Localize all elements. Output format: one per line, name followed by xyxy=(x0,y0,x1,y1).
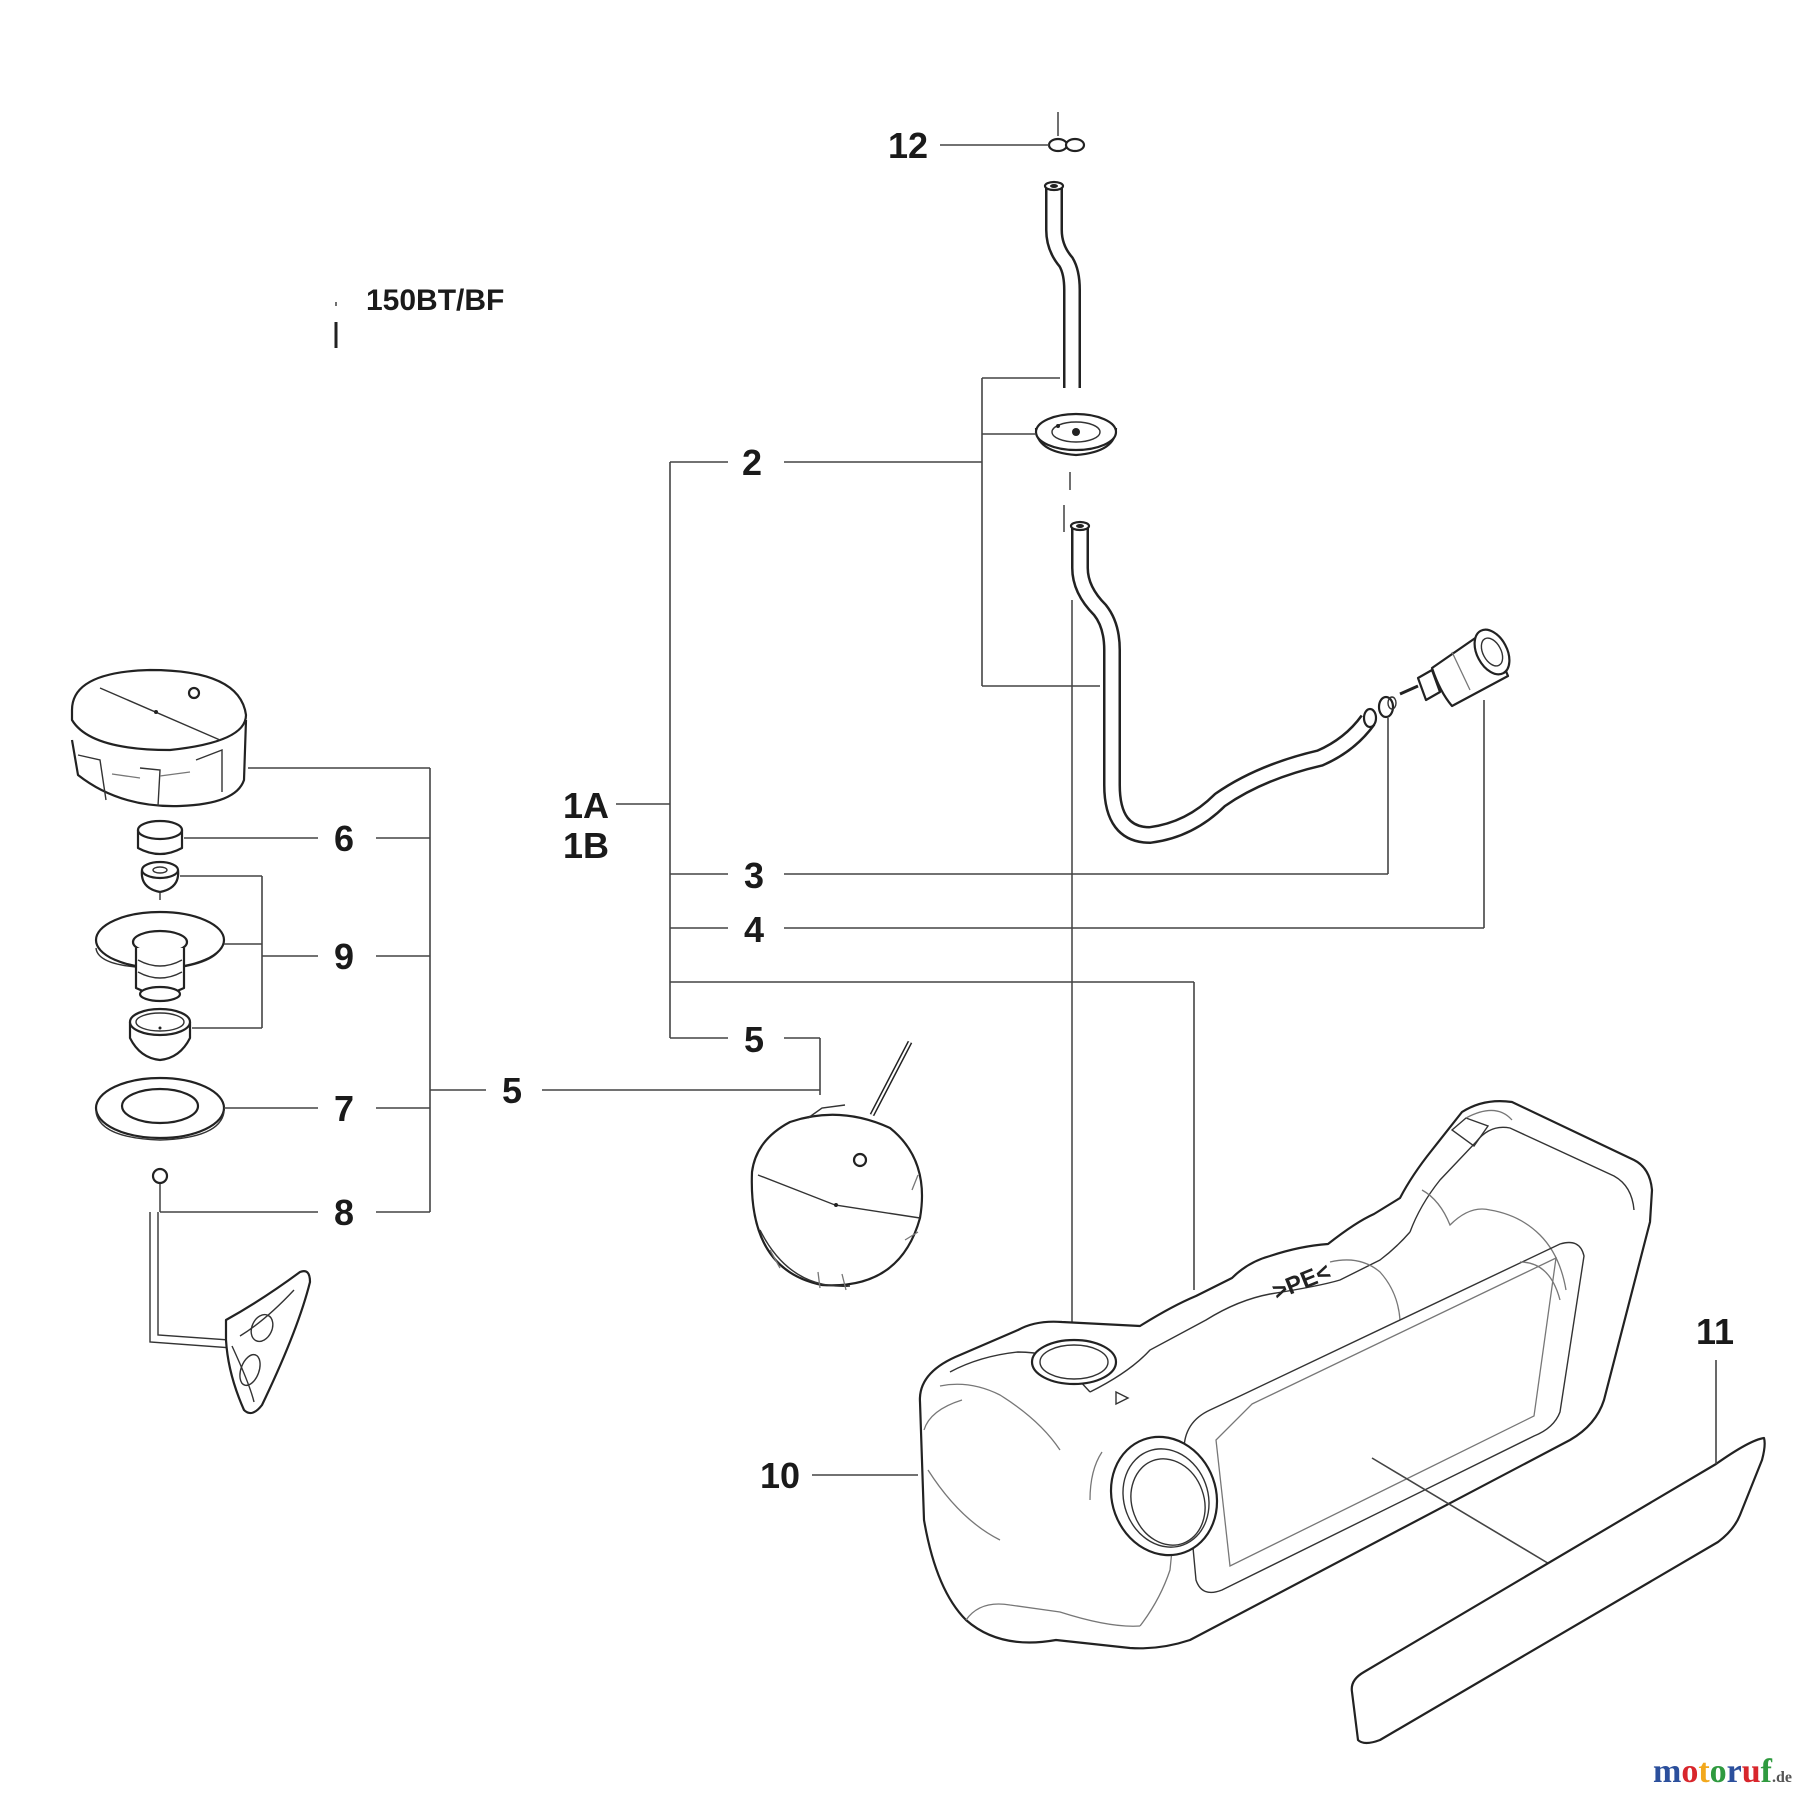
callout-11: 11 xyxy=(1696,1311,1734,1352)
watermark-letter: t xyxy=(1698,1753,1710,1790)
callout-4: 4 xyxy=(744,909,764,950)
callout-1a: 1A xyxy=(563,785,609,826)
callout-10: 10 xyxy=(760,1455,800,1496)
watermark-letter: f xyxy=(1761,1753,1773,1790)
bracket-2 xyxy=(784,377,1100,687)
watermark-suffix: .de xyxy=(1772,1769,1792,1786)
callout-6: 6 xyxy=(334,818,354,859)
bracket-left-5 xyxy=(160,767,820,1213)
watermark-letter: m xyxy=(1653,1753,1681,1790)
callout-12: 12 xyxy=(888,125,928,166)
part-9-ring xyxy=(128,1007,192,1062)
watermark-letter: o xyxy=(1710,1753,1727,1790)
callout-8: 8 xyxy=(334,1192,354,1233)
callout-9: 9 xyxy=(334,936,354,977)
part-fuel-cap-top xyxy=(70,668,248,808)
part-3-clip xyxy=(1377,695,1397,719)
bracket-1a-1b xyxy=(616,461,1485,1290)
watermark-letter: r xyxy=(1727,1753,1742,1790)
callout-5-upper: 5 xyxy=(744,1019,764,1060)
watermark-logo: motoruf.de xyxy=(1653,1753,1792,1790)
part-8-strap xyxy=(149,1167,312,1415)
part-10-fuel-tank: >PE< xyxy=(918,1100,1654,1650)
part-4-filter xyxy=(1399,628,1511,708)
watermark-letter: u xyxy=(1742,1753,1761,1790)
part-7-gasket xyxy=(94,1076,226,1141)
part-6-disc xyxy=(136,819,184,856)
part-11-decal xyxy=(1350,1360,1766,1745)
part-upper-hose xyxy=(1043,180,1081,388)
part-lower-hose xyxy=(1069,520,1378,845)
part-9-flange xyxy=(94,910,226,1003)
model-label: 150BT/BF xyxy=(366,284,504,317)
part-9-valve xyxy=(140,860,180,900)
callout-7: 7 xyxy=(334,1088,354,1129)
callout-3: 3 xyxy=(744,855,764,896)
callout-2: 2 xyxy=(742,442,762,483)
watermark-letter: o xyxy=(1681,1753,1698,1790)
part-grommet xyxy=(1034,412,1118,532)
part-12-clip xyxy=(940,112,1086,153)
callout-5-left: 5 xyxy=(502,1070,522,1111)
callout-1b: 1B xyxy=(563,825,609,866)
watermark-text: motoruf.de xyxy=(1653,1753,1792,1790)
part-5-fuel-cap-assembled xyxy=(750,1040,924,1291)
